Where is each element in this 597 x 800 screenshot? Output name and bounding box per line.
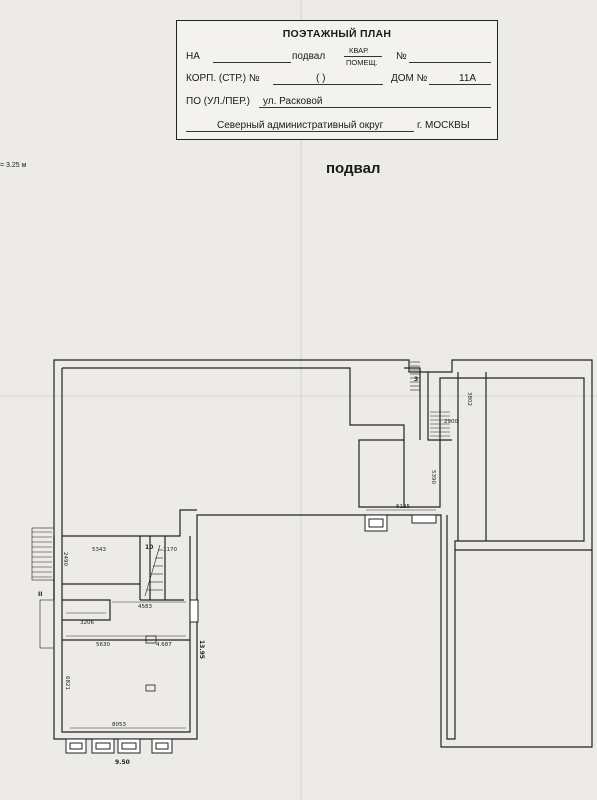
underline bbox=[344, 56, 382, 57]
dimension-label: 6821 bbox=[64, 676, 70, 690]
dimension-label: 4583 bbox=[138, 604, 152, 610]
room-number: 3 bbox=[414, 376, 418, 383]
stair-right bbox=[430, 411, 450, 437]
dimension-label: 1170 bbox=[163, 547, 177, 553]
scale-label: = 3.25 м bbox=[0, 162, 27, 169]
street-value: ул. Расковой bbox=[263, 96, 323, 107]
window-pits bbox=[65, 514, 437, 754]
underline bbox=[429, 84, 491, 85]
fixture bbox=[145, 684, 156, 692]
wall bbox=[457, 372, 487, 541]
korp-paren: ( ) bbox=[316, 73, 326, 84]
dimension-label: 5390 bbox=[430, 470, 436, 484]
stair-inner bbox=[144, 544, 163, 597]
dimension-label: 2490 bbox=[62, 552, 68, 566]
dimension-label: 5343 bbox=[92, 547, 106, 553]
na-label: НА bbox=[186, 51, 200, 62]
district-value: Северный административный округ bbox=[217, 120, 384, 131]
stair-top bbox=[410, 361, 420, 391]
room-number: II bbox=[38, 591, 42, 598]
dom-value: 11А bbox=[459, 73, 477, 84]
title-block: ПОЭТАЖНЫЙ ПЛАН НА подвал КВАР. ПОМЕЩ. № … bbox=[176, 20, 498, 140]
dimension-label: 8053 bbox=[112, 722, 126, 728]
wall bbox=[62, 599, 111, 621]
po-label: ПО (УЛ./ПЕР.) bbox=[186, 96, 250, 107]
fixture bbox=[145, 635, 157, 644]
dimension-label: 9.50 bbox=[115, 759, 130, 766]
room-number: 10 bbox=[145, 544, 153, 551]
dimension-label: 3206 bbox=[80, 620, 94, 626]
underline bbox=[259, 107, 491, 108]
paper-fold bbox=[0, 395, 597, 397]
pomesh-label: ПОМЕЩ. bbox=[346, 58, 378, 67]
underline bbox=[213, 62, 291, 63]
floor-label: подвал bbox=[326, 160, 381, 177]
stamp-title: ПОЭТАЖНЫЙ ПЛАН bbox=[282, 28, 392, 40]
dom-label: ДОМ № bbox=[391, 73, 428, 84]
dimension-label: 5630 bbox=[96, 642, 110, 648]
floor-value: подвал bbox=[292, 51, 326, 62]
korp-label: КОРП. (СТР.) № bbox=[186, 73, 260, 84]
number-sign: № bbox=[396, 51, 407, 62]
city-value: г. МОСКВЫ bbox=[417, 120, 470, 131]
kvar-label: КВАР. bbox=[349, 46, 369, 55]
paper-fold bbox=[300, 0, 302, 800]
dimension-label: 2900 bbox=[444, 419, 458, 425]
inner-wall bbox=[62, 367, 585, 740]
wall bbox=[61, 368, 197, 537]
light-well bbox=[39, 599, 55, 649]
dimension-label: 6125 bbox=[396, 504, 410, 510]
wall bbox=[62, 536, 184, 601]
wall bbox=[53, 536, 191, 733]
wall bbox=[149, 536, 166, 600]
underline bbox=[186, 131, 414, 132]
dimension-label: 3802 bbox=[466, 392, 472, 406]
wall bbox=[404, 367, 452, 441]
stair-left-entry bbox=[32, 531, 52, 578]
dimension-label: 13.95 bbox=[198, 640, 205, 659]
underline bbox=[273, 84, 383, 85]
dimension-label: 4.687 bbox=[156, 642, 172, 648]
stair-outline bbox=[31, 527, 55, 581]
outer-wall bbox=[53, 359, 593, 748]
underline bbox=[409, 62, 491, 63]
